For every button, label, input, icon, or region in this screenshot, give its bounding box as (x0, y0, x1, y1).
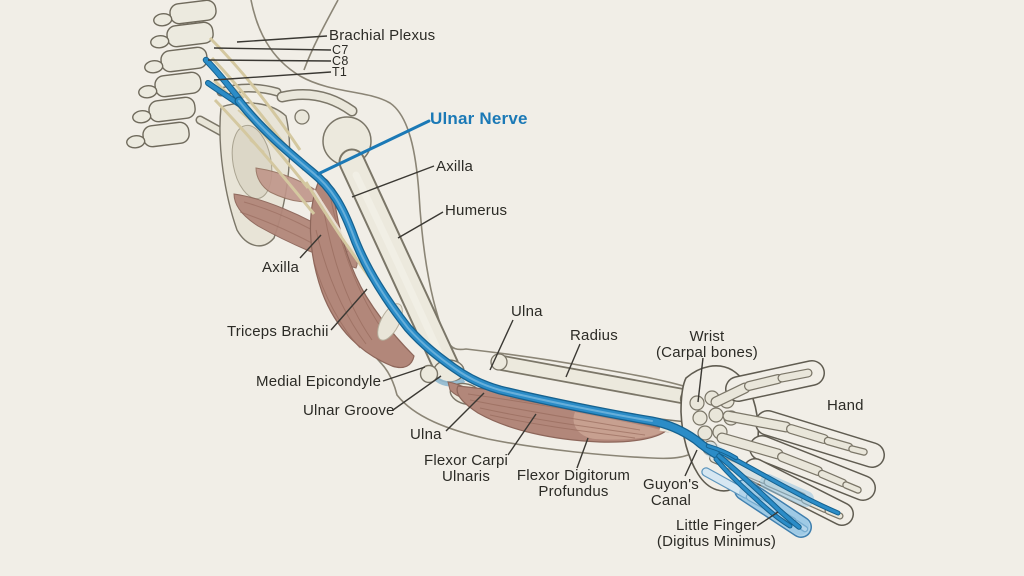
label-ulnar-nerve: Ulnar Nerve (430, 109, 528, 128)
label-brachial-plexus: Brachial Plexus (329, 27, 436, 44)
label-ulna-forearm: Ulna (511, 303, 543, 320)
label-c7: C7 (332, 43, 349, 57)
label-flexor-carpi-line1: Flexor Carpi (423, 452, 509, 469)
label-little-finger-line1: Little Finger (676, 517, 757, 534)
label-flexor-carpi-line2: Ulnaris (441, 467, 491, 485)
label-wrist: Wrist (Carpal bones) (629, 329, 785, 360)
coracoid-process (294, 109, 310, 125)
label-wrist-line1: Wrist (689, 328, 725, 345)
label-guyons-canal: Guyon's Canal (621, 477, 721, 508)
label-medial-epicondyle: Medial Epicondyle (256, 373, 382, 390)
label-little-finger: Little Finger (Digitus Minimus) (640, 518, 793, 549)
label-guyons-line1: Guyon's (643, 476, 699, 493)
label-t1: T1 (332, 65, 348, 79)
medial-epicondyle-bump (419, 364, 439, 384)
forearm-flexor-muscles (447, 381, 695, 443)
humerus-bone (322, 116, 460, 380)
label-axilla-left: Axilla (262, 259, 300, 276)
label-wrist-line2: (Carpal bones) (655, 343, 758, 361)
label-ulnar-groove: Ulnar Groove (303, 402, 395, 419)
label-flexor-digitorum-profundus: Flexor Digitorum Profundus (505, 468, 642, 499)
label-ulna-elbow: Ulna (410, 426, 442, 443)
label-little-finger-line2: (Digitus Minimus) (656, 532, 777, 550)
label-humerus: Humerus (445, 202, 508, 219)
leader-lines (207, 35, 779, 527)
label-hand: Hand (827, 397, 864, 414)
acromion (276, 89, 358, 117)
label-axilla-upper: Axilla (436, 158, 474, 175)
label-flexor-carpi-ulnaris: Flexor Carpi Ulnaris (400, 453, 532, 484)
label-flexor-digitorum-line2: Profundus (538, 482, 609, 500)
cervical-spine (126, 0, 217, 149)
label-guyons-line2: Canal (650, 491, 692, 509)
ulnar-nerve-hand-branches (705, 443, 841, 530)
label-triceps-brachii: Triceps Brachii (227, 323, 329, 340)
label-c8: C8 (332, 54, 349, 68)
ulnar-nerve-leader-line (316, 119, 431, 176)
label-radius: Radius (570, 327, 618, 344)
label-flexor-digitorum-line1: Flexor Digitorum (516, 467, 631, 484)
